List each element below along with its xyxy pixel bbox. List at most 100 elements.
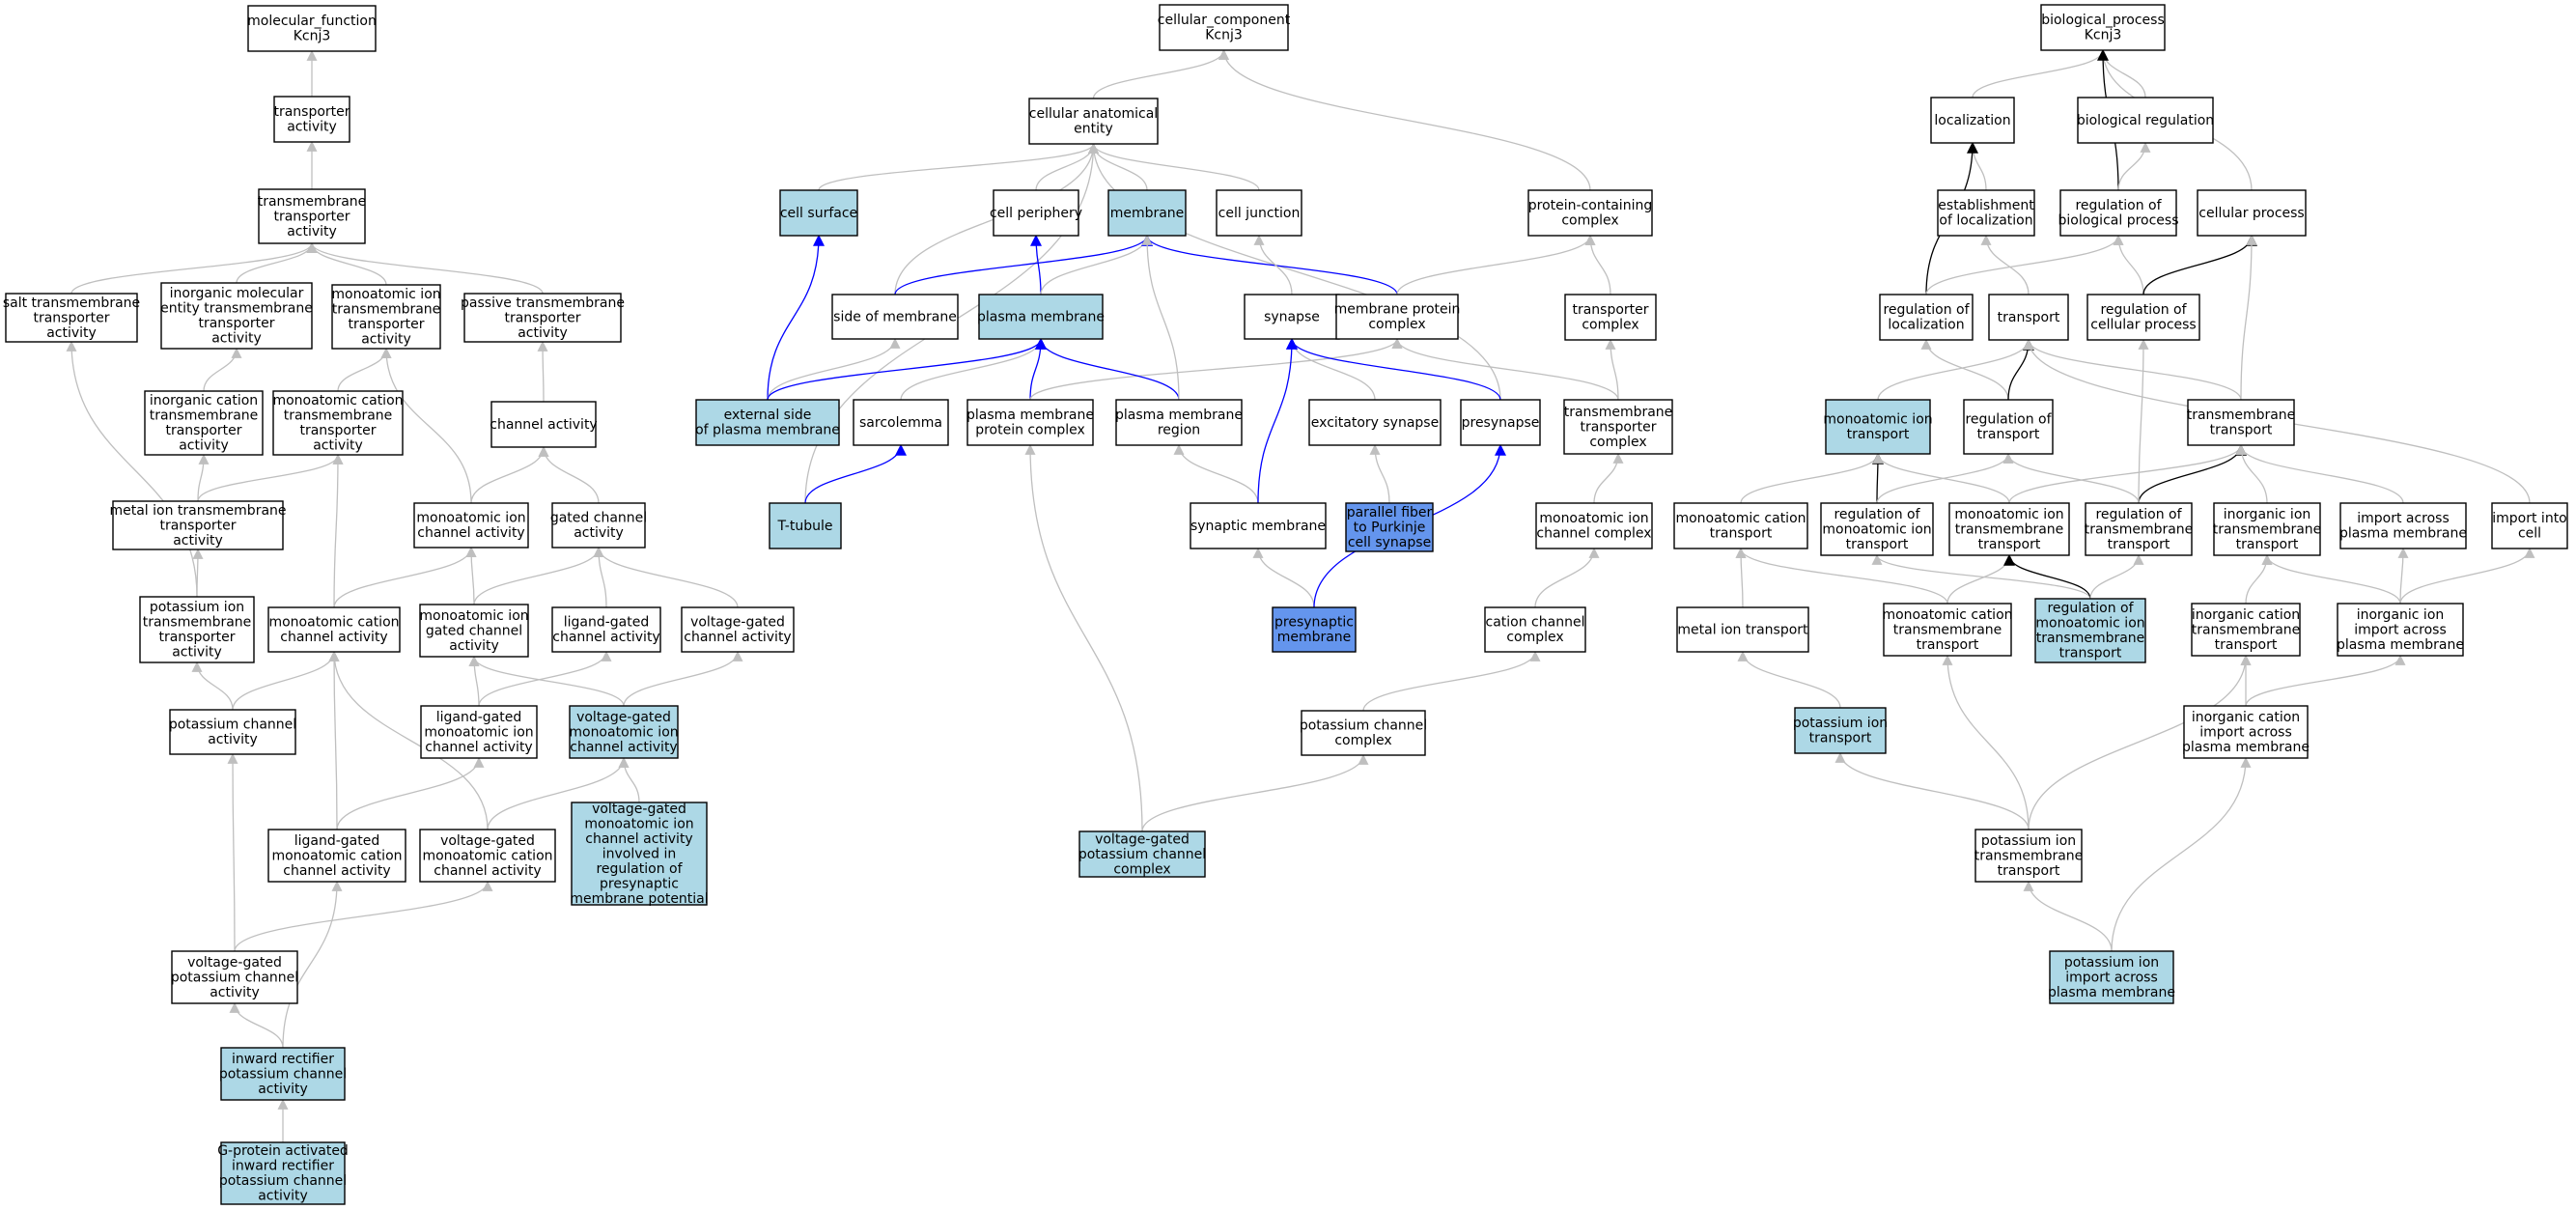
go-term-node-monoion_tmta[interactable]: monoatomic iontransmembranetransporterac…	[331, 284, 441, 350]
go-term-node-ttub[interactable]: T-tubule	[769, 502, 842, 549]
go-term-label-line: transporter	[504, 310, 580, 325]
edge-plasmamem-to-membrane	[1040, 234, 1153, 295]
go-term-node-sideofmem[interactable]: side of membrane	[831, 294, 959, 340]
go-term-box	[1564, 294, 1657, 341]
go-term-node-bioreg[interactable]: biological regulation	[2077, 97, 2214, 144]
go-term-label-line: activity	[179, 438, 229, 454]
go-term-label-line: monoatomic ion	[584, 816, 693, 831]
go-term-node-monocat_tmta[interactable]: monoatomic cationtransmembranetransporte…	[272, 390, 404, 456]
go-term-node-cellsurf[interactable]: cell surface	[779, 189, 858, 237]
go-term-node-sarco[interactable]: sarcolemma	[853, 399, 949, 446]
edge-inward-to-vg_k	[229, 1001, 284, 1049]
edge-inorgcat_tmta-to-inorgmol	[203, 347, 242, 392]
go-term-node-excit[interactable]: excitatory synapse	[1308, 399, 1442, 446]
go-term-label-line: monoatomic ion	[1822, 521, 1931, 537]
go-term-node-cellproc[interactable]: cellular process	[2197, 189, 2307, 237]
go-term-node-synmem[interactable]: synaptic membrane	[1190, 502, 1327, 549]
go-term-node-metal_tmta[interactable]: metal ion transmembranetransporteractivi…	[109, 500, 287, 550]
go-term-label-line: channel activity	[490, 417, 597, 433]
go-term-node-k_tmta[interactable]: potassium iontransmembranetransporteract…	[139, 596, 255, 663]
go-term-node-local[interactable]: localization	[1930, 97, 2015, 144]
edge-memprot-to-membrane	[1141, 234, 1398, 295]
go-term-node-chan[interactable]: channel activity	[490, 401, 598, 448]
go-term-node-membrane[interactable]: membrane	[1107, 189, 1187, 237]
go-term-node-transport[interactable]: transport	[1988, 294, 2069, 341]
go-term-node-junction[interactable]: cell junction	[1216, 189, 1302, 237]
edge-regtrans-to-regloc	[1920, 338, 2009, 401]
edge-monoion_tmt-to-monoion_tr	[1872, 452, 2010, 504]
edge-reg_tmt-to-tmtrans	[2138, 443, 2247, 504]
go-term-node-plasmamem[interactable]: plasma membrane	[977, 294, 1105, 340]
go-term-node-inorgcat_tmta[interactable]: inorganic cationtransmembranetransporter…	[144, 390, 264, 456]
go-term-label-line: plasma membrane	[977, 309, 1105, 324]
go-term-node-periph[interactable]: cell periphery	[990, 189, 1082, 237]
go-term-label-line: of localization	[1939, 213, 2032, 229]
go-term-node-synapse[interactable]: synapse	[1244, 294, 1340, 340]
go-term-label-line: gated channel	[426, 623, 522, 638]
go-term-label-line: potassium channel	[169, 718, 296, 733]
go-term-node-presyn[interactable]: presynapse	[1460, 399, 1541, 446]
go-term-node-metal_tr[interactable]: metal ion transport	[1676, 606, 1809, 653]
